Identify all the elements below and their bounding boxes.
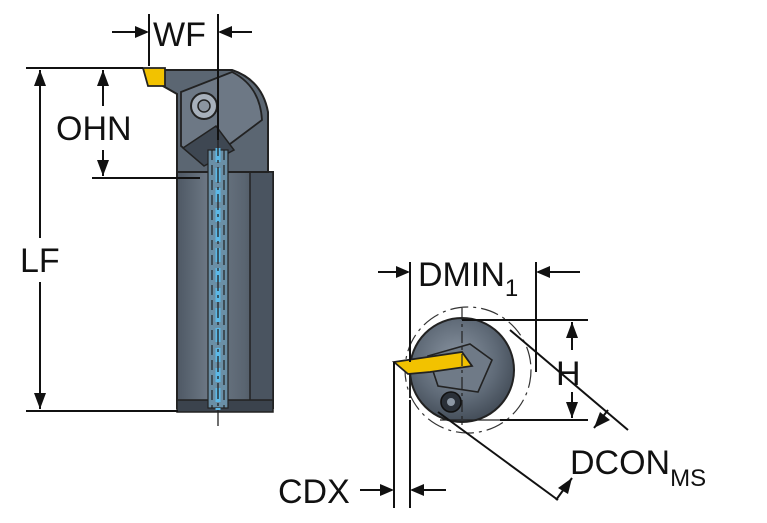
dmin-dimension [378,262,580,372]
wf-label: WF [153,16,206,54]
front-cutting-insert [391,351,474,375]
side-view [141,67,274,428]
cdx-label: CDX [278,473,350,511]
cutting-insert [141,67,166,87]
cdx-dimension [360,362,446,508]
wf-dimension [112,14,252,140]
dcon-label: DCONMS [570,444,706,492]
lf-dimension [26,70,178,412]
dmin-label: DMIN1 [418,256,518,302]
front-view [391,306,540,434]
lf-label: LF [20,242,60,280]
ohn-dimension [26,67,200,179]
h-dimension [462,319,588,421]
ohn-label: OHN [56,110,132,148]
shank-flat [249,171,274,409]
dcon-dimension [437,329,629,501]
